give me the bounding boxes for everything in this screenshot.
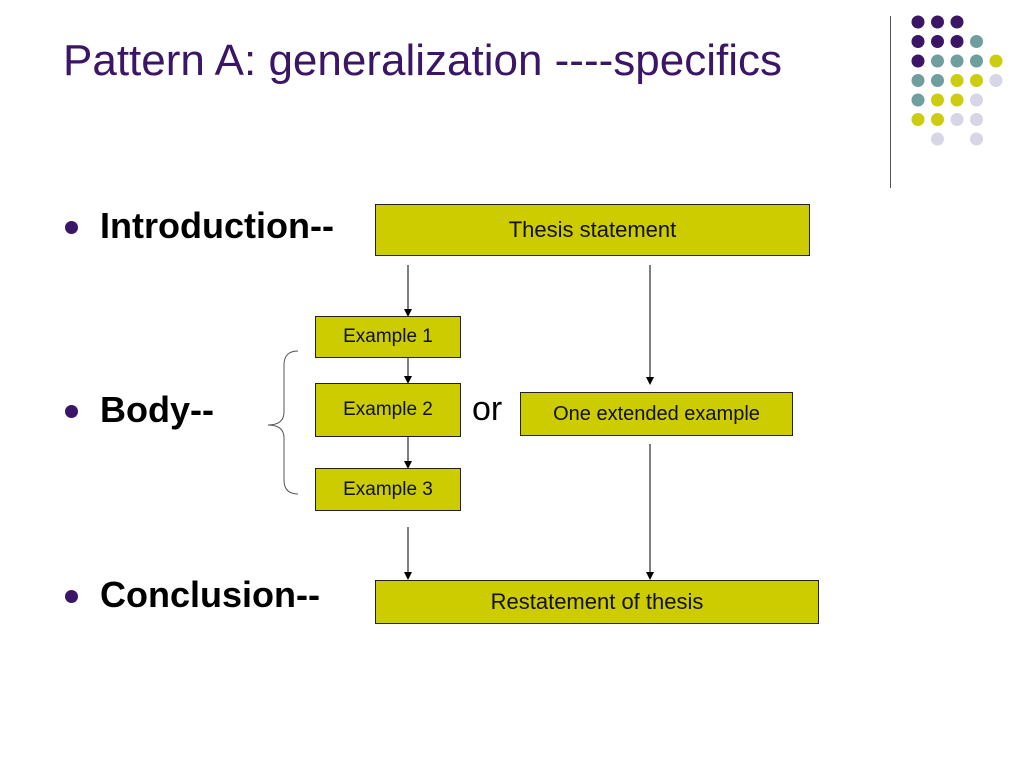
decorative-dot [911, 54, 925, 68]
decorative-dot [950, 35, 964, 48]
bullet-dot-introduction [65, 221, 78, 234]
example-1-box: Example 1 [315, 316, 461, 358]
example-3-box: Example 3 [315, 468, 461, 511]
decorative-dot [931, 35, 944, 48]
decorative-dot [950, 15, 964, 29]
decorative-dot [931, 54, 944, 68]
bullet-body: Body-- [100, 389, 214, 430]
bullet-introduction: Introduction-- [100, 205, 334, 246]
thesis-statement-box: Thesis statement [375, 204, 810, 256]
restatement-of-thesis-box: Restatement of thesis [375, 580, 819, 624]
decorative-dot [970, 35, 983, 48]
bullet-conclusion: Conclusion-- [100, 574, 320, 615]
decorative-dot [950, 113, 964, 126]
decorative-dot [950, 93, 964, 107]
decorative-dot [989, 74, 1003, 87]
decorative-dot [950, 54, 964, 68]
decorative-dot [931, 15, 944, 29]
decorative-dot [970, 132, 983, 146]
example-2-box: Example 2 [315, 383, 461, 437]
decorative-dot [911, 15, 925, 29]
decorative-dot [950, 74, 964, 87]
decorative-dot [970, 113, 983, 126]
title-divider-line [890, 16, 891, 188]
decorative-dot [931, 93, 944, 107]
decorative-dot [970, 54, 983, 68]
bullet-dot-body [65, 405, 78, 418]
body-curly-brace [267, 350, 299, 495]
or-connector-text: or [472, 390, 503, 428]
bullet-dot-conclusion [65, 590, 78, 603]
decorative-dot [931, 74, 944, 87]
decorative-dot [989, 54, 1003, 68]
decorative-dot [931, 132, 944, 146]
slide-title: Pattern A: generalization ----specifics [63, 36, 782, 85]
decorative-dot [931, 113, 944, 126]
decorative-dot [911, 35, 925, 48]
decorative-dot [911, 93, 925, 107]
decorative-dot [911, 113, 925, 126]
decorative-dot [970, 74, 983, 87]
decorative-dot [970, 93, 983, 107]
one-extended-example-box: One extended example [520, 392, 793, 436]
decorative-dot [911, 74, 925, 87]
